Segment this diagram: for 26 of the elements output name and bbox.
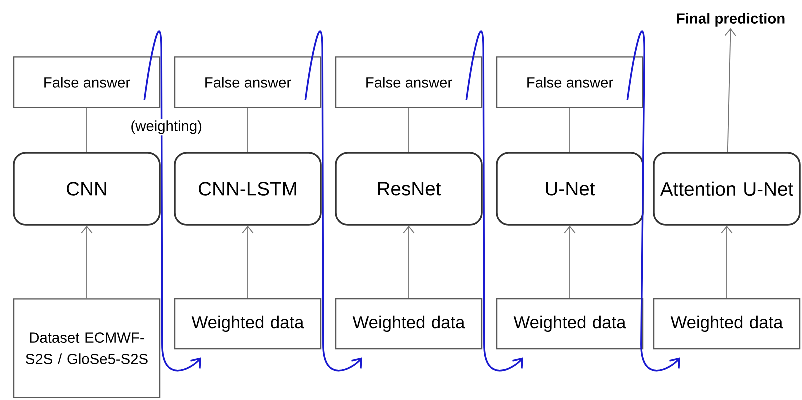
model-box: ResNet — [335, 152, 483, 226]
model-box: U-Net — [496, 152, 644, 226]
data-box: Weighted data — [653, 298, 801, 350]
curved-arrow — [144, 32, 202, 372]
arrow — [403, 226, 415, 299]
arrow — [81, 226, 93, 300]
answer-box: False answer — [496, 56, 644, 108]
curved-arrow — [304, 32, 362, 372]
model-box: Attention U-Net — [653, 152, 801, 226]
arrow — [721, 226, 733, 299]
arrow — [242, 226, 254, 299]
arrow — [724, 28, 736, 153]
curved-arrow — [466, 32, 524, 372]
model-box: CNN — [13, 152, 161, 226]
answer-box: False answer — [13, 56, 161, 108]
answer-box: False answer — [174, 56, 322, 108]
model-box: CNN-LSTM — [174, 152, 322, 226]
data-box: Weighted data — [174, 298, 322, 350]
arrow — [564, 226, 576, 299]
answer-box: False answer — [335, 56, 483, 108]
curved-arrow — [626, 32, 680, 372]
data-box: Weighted data — [496, 298, 644, 350]
output-label: Final prediction — [677, 13, 785, 27]
data-box: Weighted data — [335, 298, 483, 350]
dataset-box: Dataset ECMWF-S2S / GloSe5-S2S — [13, 298, 161, 398]
edge-label: (weighting) — [129, 119, 204, 136]
